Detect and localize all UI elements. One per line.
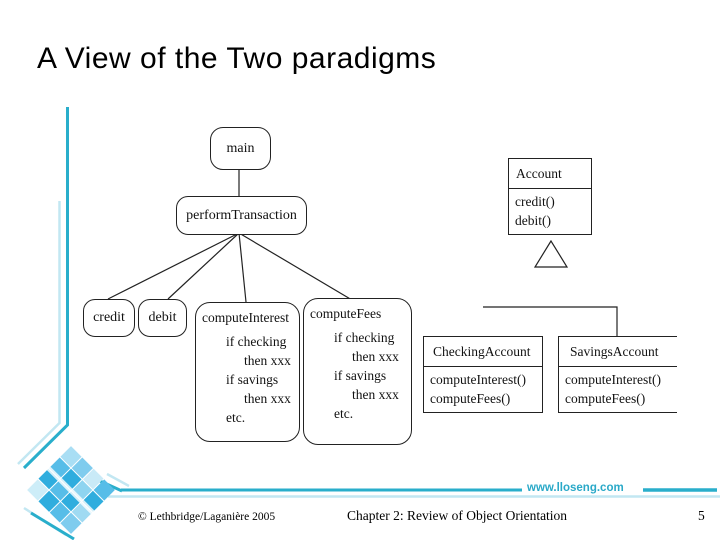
node-credit: credit [83, 299, 135, 337]
website-link[interactable]: www.lloseng.com [527, 482, 624, 494]
copyright-text: © Lethbridge/Laganière 2005 [138, 511, 276, 523]
inheritance-triangle-icon [533, 239, 569, 268]
compute-interest-line: etc. [226, 410, 246, 425]
compute-fees-title: computeFees [310, 306, 382, 321]
compute-fees-line: then xxx [352, 349, 399, 364]
node-perform-transaction: performTransaction [176, 196, 307, 235]
compute-interest-title: computeInterest [202, 310, 289, 325]
line-perform-to-computefees [238, 232, 353, 301]
slide-title: A View of the Two paradigms [37, 42, 437, 75]
node-main: main [210, 127, 271, 170]
lloseng-logo [27, 446, 115, 534]
line-perform-to-debit [167, 232, 240, 300]
node-credit-label: credit [93, 310, 125, 326]
node-perform-label: performTransaction [186, 207, 297, 223]
node-main-label: main [226, 140, 255, 156]
class-savings-name: SavingsAccount [559, 337, 677, 367]
node-debit: debit [138, 299, 187, 337]
line-perform-to-credit [107, 232, 240, 300]
cyan-line-horizontal-group [99, 472, 720, 498]
line-perform-to-computeinterest [238, 232, 247, 303]
cyan-line-vertical-group [17, 107, 69, 470]
class-account-method: debit() [515, 213, 551, 228]
line-inheritance-connector [483, 306, 618, 336]
class-savings-method: computeFees() [565, 391, 646, 406]
compute-fees-line: etc. [334, 406, 354, 421]
class-savings-account: SavingsAccount computeInterest() compute… [558, 336, 677, 413]
class-account-method: credit() [515, 194, 555, 209]
node-compute-fees: computeFees if checking then xxx if savi… [303, 298, 412, 445]
compute-fees-line: then xxx [352, 387, 399, 402]
page-number: 5 [698, 508, 705, 523]
class-savings-method: computeInterest() [565, 372, 661, 387]
compute-interest-line: then xxx [244, 391, 291, 406]
class-checking-method: computeInterest() [430, 372, 526, 387]
class-account-name: Account [509, 159, 591, 189]
class-checking-method: computeFees() [430, 391, 511, 406]
node-debit-label: debit [148, 310, 177, 326]
compute-interest-line: if savings [226, 372, 279, 387]
chapter-footer-text: Chapter 2: Review of Object Orientation [347, 508, 568, 523]
class-checking-name: CheckingAccount [424, 337, 542, 367]
compute-interest-line: then xxx [244, 353, 291, 368]
node-compute-interest: computeInterest if checking then xxx if … [195, 302, 300, 442]
class-checking-account: CheckingAccount computeInterest() comput… [423, 336, 543, 413]
compute-fees-line: if savings [334, 368, 387, 383]
class-account: Account credit() debit() [508, 158, 592, 235]
compute-interest-line: if checking [226, 334, 287, 349]
compute-fees-line: if checking [334, 330, 395, 345]
